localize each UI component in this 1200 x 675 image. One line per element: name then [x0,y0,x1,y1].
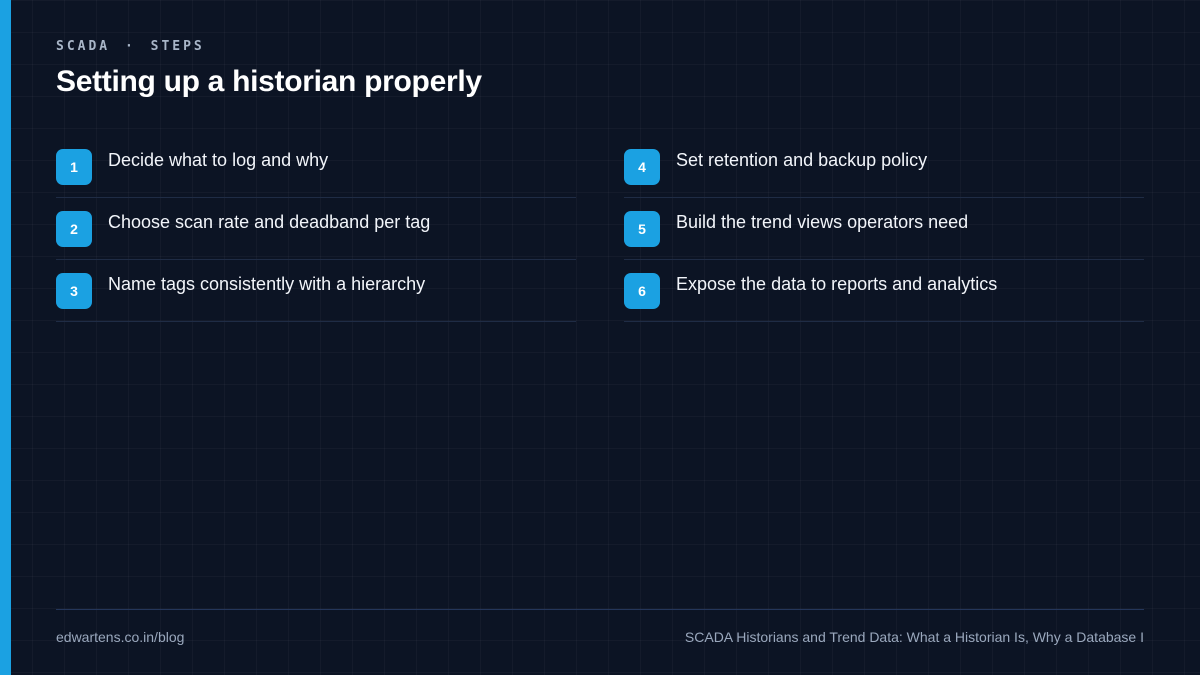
step-text: Choose scan rate and deadband per tag [108,212,431,232]
section-kicker: SCADA · STEPS [56,39,205,54]
step-item: 2 Choose scan rate and deadband per tag [56,198,576,260]
steps-column-left: 1 Decide what to log and why 2 Choose sc… [56,136,576,322]
step-item: 4 Set retention and backup policy [624,136,1144,198]
step-text: Expose the data to reports and analytics [676,274,998,294]
step-number-badge: 5 [624,211,660,247]
page-title: Setting up a historian properly [56,65,482,98]
step-number-badge: 2 [56,211,92,247]
kicker-separator: · [124,39,136,54]
accent-bar [0,0,11,675]
footer-divider [56,609,1144,610]
step-item: 6 Expose the data to reports and analyti… [624,260,1144,322]
steps-column-right: 4 Set retention and backup policy 5 Buil… [624,136,1144,322]
kicker-type: STEPS [150,39,205,54]
step-item: 5 Build the trend views operators need [624,198,1144,260]
footer-article-title: SCADA Historians and Trend Data: What a … [684,629,1144,645]
step-text: Set retention and backup policy [676,150,928,170]
step-number-badge: 6 [624,273,660,309]
step-item: 3 Name tags consistently with a hierarch… [56,260,576,322]
step-number-badge: 1 [56,149,92,185]
step-number-badge: 4 [624,149,660,185]
step-number-badge: 3 [56,273,92,309]
footer-site-link: edwartens.co.in/blog [56,629,185,645]
step-text: Name tags consistently with a hierarchy [108,274,426,294]
step-item: 1 Decide what to log and why [56,136,576,198]
step-text: Build the trend views operators need [676,212,969,232]
kicker-category: SCADA [56,39,111,54]
step-text: Decide what to log and why [108,150,329,170]
